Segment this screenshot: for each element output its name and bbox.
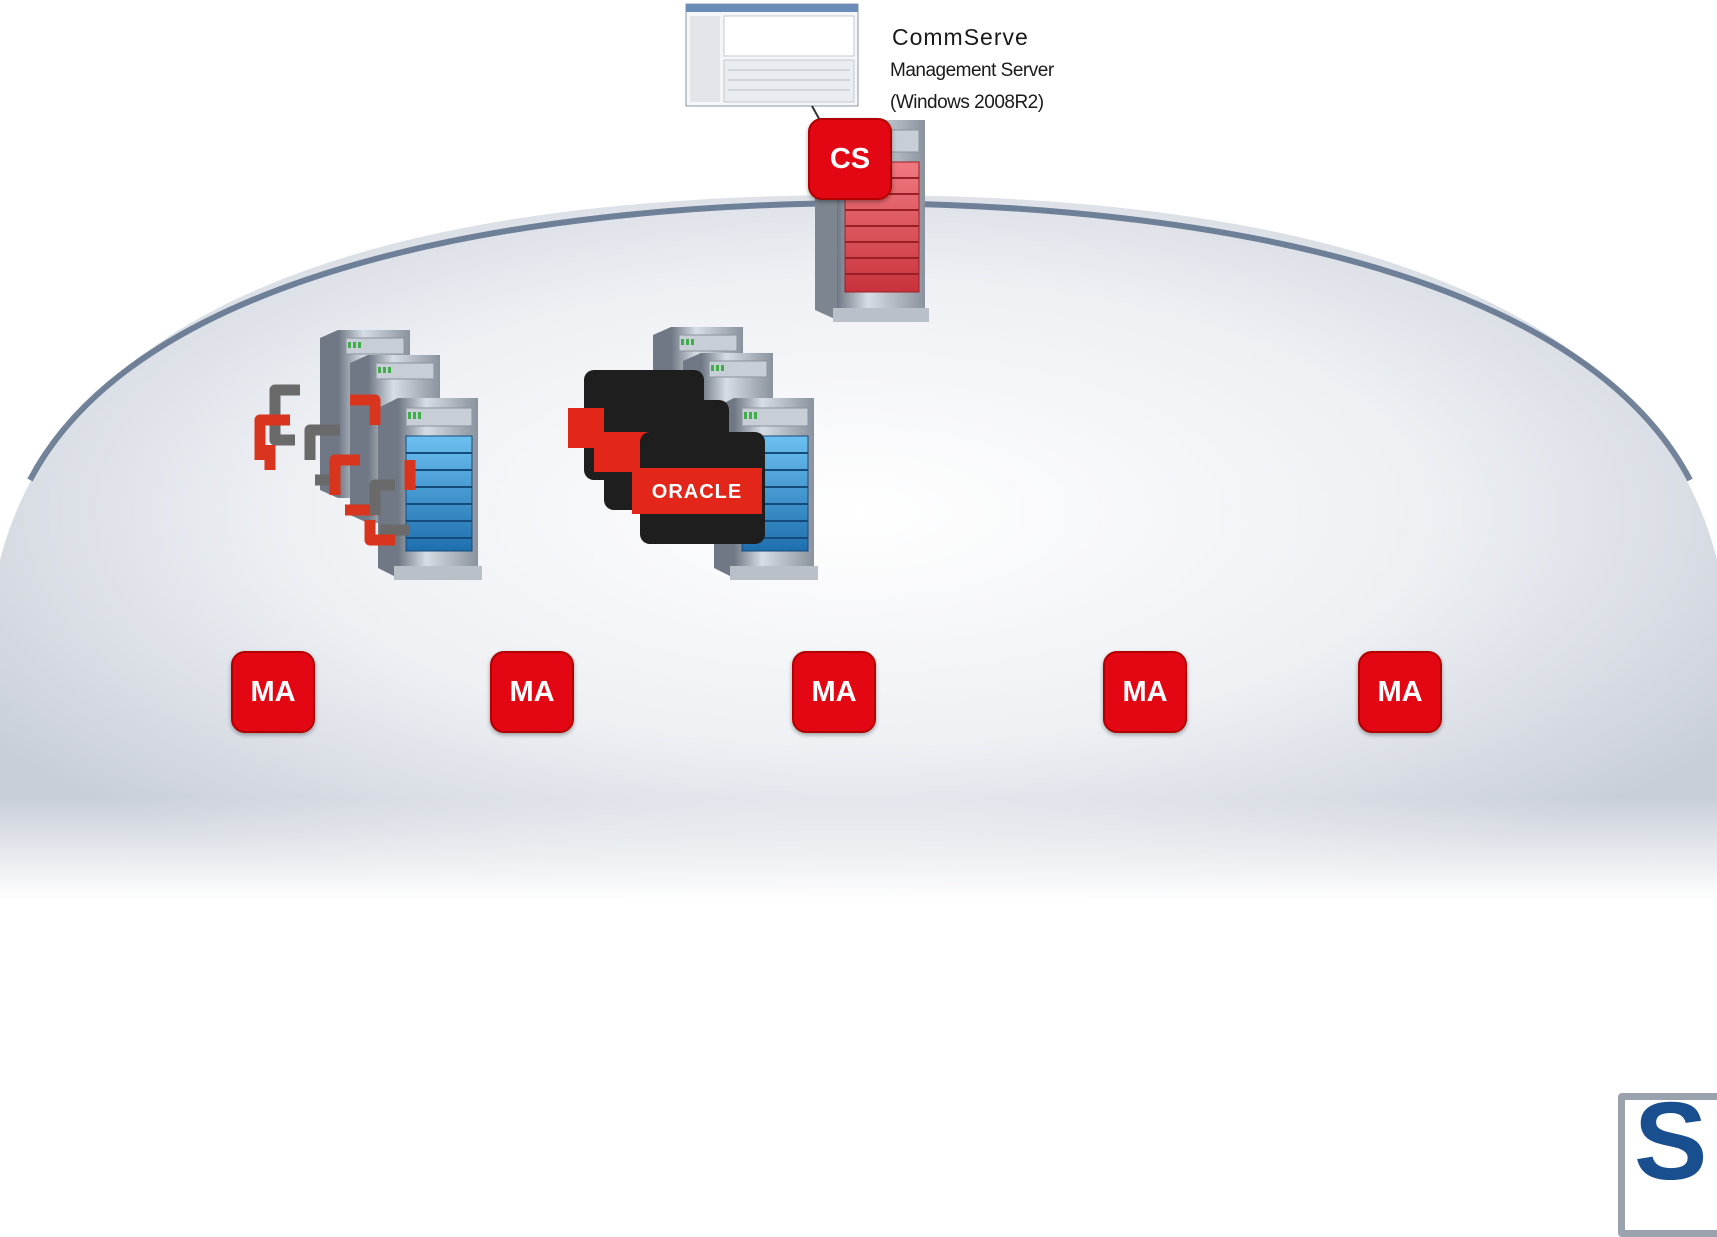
exchange-icon [254, 384, 416, 546]
commserve-badge: CS [808, 118, 892, 200]
media-agent-badge-3: MA [792, 651, 876, 733]
logo: S [1634, 1080, 1708, 1203]
commserve-title: CommServe [892, 24, 1029, 50]
media-agent-badge-1: MA [231, 651, 315, 733]
media-agent-badge-4: MA [1103, 651, 1187, 733]
media-agent-badge-5: MA [1358, 651, 1442, 733]
client-group-exchange [254, 329, 483, 581]
commserve-subtitle-line2: (Windows 2008R2) [890, 92, 1044, 113]
media-agent-badge-2: MA [490, 651, 574, 733]
commserve-subtitle-line1: Management Server [890, 60, 1054, 81]
oracle-icon: ORACLE [632, 470, 762, 514]
console-screenshot [685, 3, 859, 125]
